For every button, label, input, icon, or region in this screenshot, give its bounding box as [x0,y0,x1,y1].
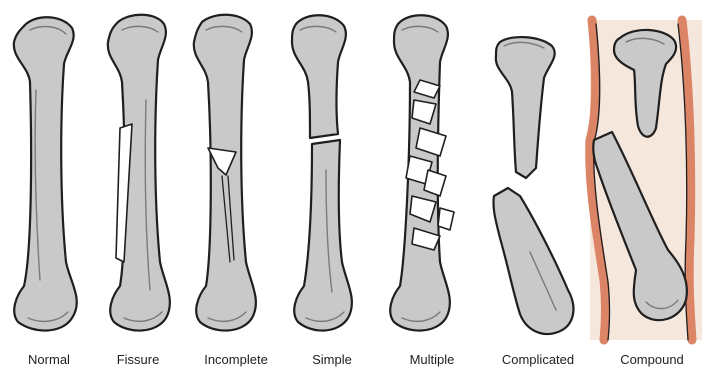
label-compound: Compound [597,352,705,367]
bone-incomplete [194,15,256,331]
label-complicated: Complicated [483,352,593,367]
label-incomplete: Incomplete [181,352,291,367]
label-multiple: Multiple [377,352,487,367]
label-fissure: Fissure [83,352,193,367]
bone-compound [590,20,702,340]
bone-normal [14,17,77,330]
bone-simple [292,15,352,330]
bone-complicated [493,37,573,334]
bone-fissure [108,15,170,331]
bone-multiple [390,15,454,330]
label-simple: Simple [277,352,387,367]
